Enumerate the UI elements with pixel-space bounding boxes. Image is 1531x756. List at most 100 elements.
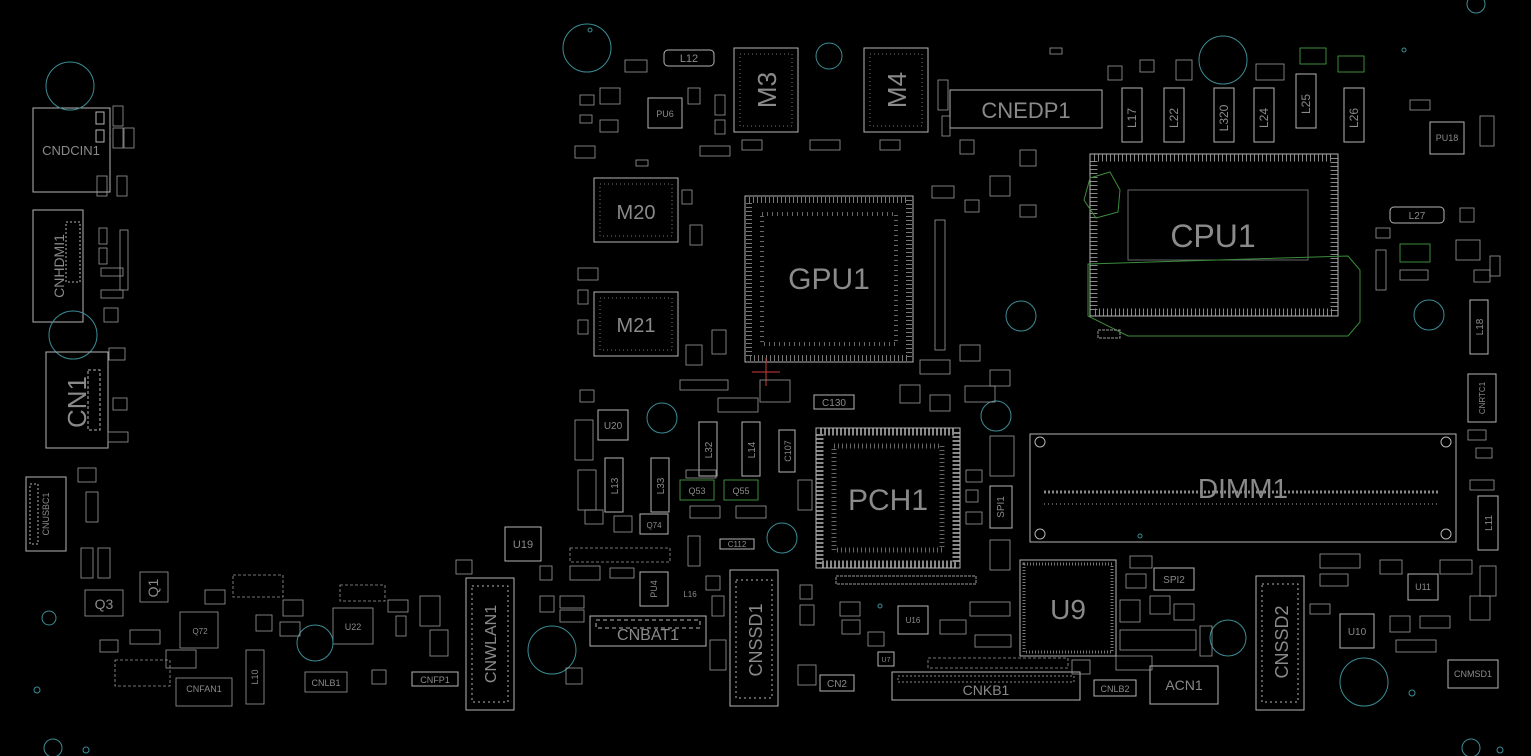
l17-label: L17 bbox=[1125, 108, 1139, 128]
cnlb2-connector bbox=[1093, 679, 1137, 697]
gpu1-label: GPU1 bbox=[788, 263, 870, 296]
mount-hole bbox=[766, 522, 798, 554]
passive-components bbox=[129, 47, 1501, 686]
cnssd2-connector bbox=[1255, 575, 1305, 711]
left-edge-components bbox=[77, 105, 135, 579]
cnmsd1-connector bbox=[1447, 659, 1499, 689]
u7-label: U7 bbox=[882, 657, 891, 664]
cnbat1-label: CNBAT1 bbox=[617, 627, 679, 644]
cnmsd1-label: CNMSD1 bbox=[1454, 669, 1492, 679]
c112-label: C112 bbox=[728, 540, 747, 549]
top-right-inductors bbox=[1121, 73, 1365, 143]
mount-hole bbox=[980, 400, 1012, 432]
mount-hole bbox=[296, 624, 334, 662]
l27-label: L27 bbox=[1409, 211, 1426, 222]
u19-label: U19 bbox=[513, 539, 533, 551]
u9-label: U9 bbox=[1050, 594, 1086, 625]
q74-chip bbox=[639, 513, 669, 535]
l14-label: L14 bbox=[747, 441, 758, 458]
pu18-label: PU18 bbox=[1436, 133, 1459, 143]
cnssd1-connector bbox=[729, 569, 779, 707]
u11-chip bbox=[1407, 573, 1439, 601]
u72-label: Q72 bbox=[192, 627, 208, 636]
cnfan1-label: CNFAN1 bbox=[186, 684, 222, 694]
l27-inductor bbox=[1389, 206, 1445, 224]
spi2-chip bbox=[1153, 567, 1195, 591]
l320-label: L320 bbox=[1217, 104, 1231, 131]
q53-q55 bbox=[679, 479, 759, 501]
gpu1-chip bbox=[744, 195, 914, 363]
green-parts bbox=[1299, 47, 1431, 263]
cnssd2-label: CNSSD2 bbox=[1272, 605, 1292, 678]
q3-label: Q3 bbox=[95, 596, 114, 612]
cnkb1-pins bbox=[897, 675, 1075, 683]
q53-label: Q53 bbox=[688, 486, 705, 496]
l18-label: L18 bbox=[1475, 318, 1486, 335]
l12-inductor bbox=[663, 49, 715, 67]
mount-hole bbox=[527, 625, 577, 675]
mount-hole bbox=[1198, 35, 1248, 85]
u22-label: U22 bbox=[345, 622, 362, 632]
m21-label: M21 bbox=[617, 315, 656, 337]
pu18-chip bbox=[1429, 121, 1465, 155]
cn1-label: CN1 bbox=[62, 376, 92, 428]
cnhdmi1-connector bbox=[32, 209, 98, 360]
mount-hole bbox=[815, 42, 843, 70]
c130-label: C130 bbox=[822, 398, 846, 409]
spi1-chip bbox=[989, 485, 1013, 529]
cnwlan1-connector bbox=[465, 577, 515, 711]
c107-label: C107 bbox=[783, 440, 793, 462]
cnfp1-label: CNFP1 bbox=[420, 675, 450, 685]
u10-label: U10 bbox=[1348, 627, 1367, 638]
q55-label: Q55 bbox=[732, 486, 749, 496]
test-points bbox=[33, 0, 1504, 756]
cpu1-label: CPU1 bbox=[1170, 218, 1255, 254]
mount-hole bbox=[1339, 657, 1389, 707]
u7-chip bbox=[877, 651, 895, 667]
l16-label: L16 bbox=[683, 590, 697, 599]
cnfp1-connector bbox=[411, 671, 459, 687]
cpu1-chip bbox=[1083, 153, 1361, 337]
pu6-chip bbox=[647, 97, 683, 129]
bottom-left-components bbox=[84, 571, 387, 707]
u20-label: U20 bbox=[604, 421, 623, 432]
cndcin1-connector bbox=[32, 61, 111, 193]
c112-cap bbox=[719, 538, 755, 550]
l24-label: L24 bbox=[1257, 108, 1271, 128]
pch1-label: PCH1 bbox=[848, 484, 928, 517]
u19-chip bbox=[504, 526, 542, 562]
l13-label: L13 bbox=[610, 477, 621, 494]
cnusbc1-connector bbox=[25, 476, 67, 552]
cnusbc1-label: CNUSBC1 bbox=[41, 492, 51, 535]
cnbat1-connector bbox=[589, 615, 707, 647]
mount-hole bbox=[646, 402, 678, 434]
cndcin1-label: CNDCIN1 bbox=[42, 143, 100, 158]
cnedp1-label: CNEDP1 bbox=[981, 98, 1070, 123]
u16-chip bbox=[897, 605, 929, 635]
cn1-connector bbox=[45, 351, 109, 449]
cnhdmi1-label: CNHDMI1 bbox=[51, 234, 67, 298]
m4-label: M4 bbox=[882, 72, 912, 108]
u10-chip bbox=[1339, 613, 1375, 649]
m21-chip bbox=[593, 291, 679, 357]
l11-inductor bbox=[1477, 495, 1499, 551]
cn2-label: CN2 bbox=[827, 679, 847, 690]
l32-label: L32 bbox=[704, 441, 715, 458]
acn1-connector bbox=[1149, 665, 1219, 705]
u11-label: U11 bbox=[1415, 582, 1431, 592]
q74-label: Q74 bbox=[646, 521, 662, 530]
l18-inductor bbox=[1469, 299, 1489, 355]
marker-cross bbox=[752, 358, 780, 386]
inductor-column bbox=[604, 421, 796, 513]
pu6-label: PU6 bbox=[656, 109, 674, 119]
dimm1-label: DIMM1 bbox=[1198, 473, 1288, 504]
l33-label: L33 bbox=[656, 477, 667, 494]
u9-chip bbox=[1019, 559, 1117, 657]
pu4-label: PU4 bbox=[649, 580, 659, 598]
cnlb1-label: CNLB1 bbox=[311, 678, 340, 688]
cnwlan1-label: CNWLAN1 bbox=[483, 605, 500, 683]
pch-cap-row bbox=[835, 575, 977, 585]
l26-label: L26 bbox=[1347, 108, 1361, 128]
mount-hole bbox=[1209, 619, 1247, 657]
